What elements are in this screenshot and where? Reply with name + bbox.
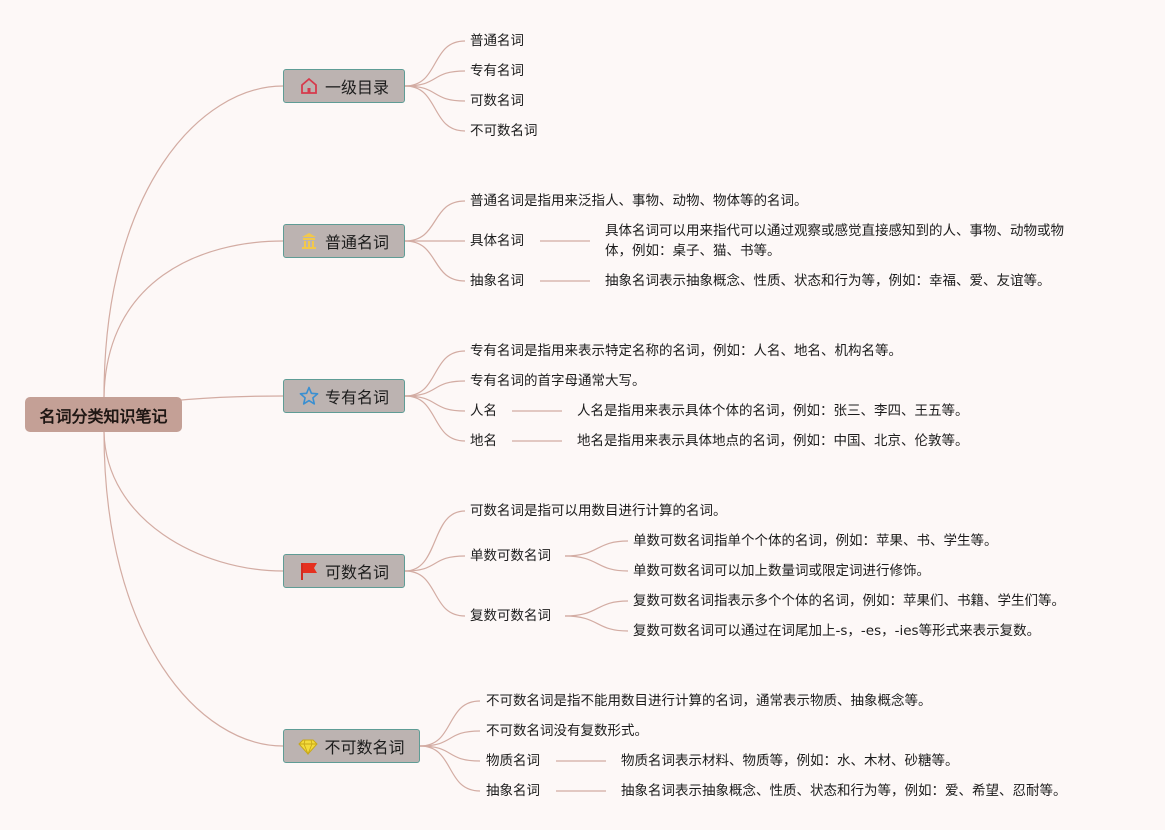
leaf-detail[interactable]: 抽象名词表示抽象概念、性质、状态和行为等，例如：爱、希望、忍耐等。 bbox=[621, 783, 1067, 799]
branch-label: 专有名词 bbox=[324, 388, 389, 407]
leaf-detail[interactable]: 物质名词表示材料、物质等，例如：水、木材、砂糖等。 bbox=[621, 753, 959, 769]
leaf-item[interactable]: 专有名词 bbox=[470, 63, 524, 79]
leaf-item[interactable]: 抽象名词 bbox=[486, 783, 540, 799]
leaf-item[interactable]: 专有名词是指用来表示特定名称的名词，例如：人名、地名、机构名等。 bbox=[470, 343, 902, 359]
leaf-detail[interactable]: 人名是指用来表示具体个体的名词，例如：张三、李四、王五等。 bbox=[577, 403, 969, 419]
leaf-detail[interactable]: 单数可数名词指单个个体的名词，例如：苹果、书、学生等。 bbox=[633, 533, 998, 549]
leaf-item[interactable]: 可数名词是指可以用数目进行计算的名词。 bbox=[470, 503, 727, 519]
leaf-item[interactable]: 不可数名词是指不能用数目进行计算的名词，通常表示物质、抽象概念等。 bbox=[486, 693, 932, 709]
branch-uncountable-nouns[interactable]: 不可数名词 bbox=[283, 729, 420, 763]
flag-icon bbox=[299, 561, 319, 581]
root-label: 名词分类知识笔记 bbox=[39, 406, 168, 426]
leaf-detail[interactable]: 具体名词可以用来指代可以通过观察或感觉直接感知到的人、事物、动物或物体，例如：桌… bbox=[605, 223, 1064, 259]
leaf-item[interactable]: 复数可数名词 bbox=[470, 608, 551, 624]
leaf-item[interactable]: 可数名词 bbox=[470, 93, 524, 109]
leaf-item[interactable]: 地名 bbox=[470, 433, 497, 449]
diamond-icon bbox=[298, 736, 319, 756]
leaf-item[interactable]: 不可数名词 bbox=[470, 123, 538, 139]
home-icon bbox=[299, 76, 319, 96]
leaf-item[interactable]: 物质名词 bbox=[486, 753, 540, 769]
leaf-item[interactable]: 单数可数名词 bbox=[470, 548, 551, 564]
leaf-item[interactable]: 抽象名词 bbox=[470, 273, 524, 289]
leaf-item[interactable]: 普通名词 bbox=[470, 33, 524, 49]
branch-label: 可数名词 bbox=[324, 563, 389, 582]
branch-label: 普通名词 bbox=[324, 233, 389, 252]
branch-common-nouns[interactable]: 普通名词 bbox=[283, 224, 405, 258]
branch-label: 不可数名词 bbox=[324, 738, 405, 757]
leaf-detail[interactable]: 单数可数名词可以加上数量词或限定词进行修饰。 bbox=[633, 563, 930, 579]
leaf-detail[interactable]: 抽象名词表示抽象概念、性质、状态和行为等，例如：幸福、爱、友谊等。 bbox=[605, 273, 1051, 289]
leaf-item[interactable]: 普通名词是指用来泛指人、事物、动物、物体等的名词。 bbox=[470, 193, 808, 209]
leaf-item[interactable]: 人名 bbox=[470, 403, 497, 419]
leaf-item[interactable]: 不可数名词没有复数形式。 bbox=[486, 723, 648, 739]
root-topic[interactable]: 名词分类知识笔记 bbox=[25, 397, 182, 432]
leaf-item[interactable]: 专有名词的首字母通常大写。 bbox=[470, 373, 646, 389]
leaf-detail[interactable]: 复数可数名词可以通过在词尾加上-s，-es，-ies等形式来表示复数。 bbox=[633, 623, 1041, 639]
star-icon bbox=[299, 386, 319, 406]
leaf-detail[interactable]: 地名是指用来表示具体地点的名词，例如：中国、北京、伦敦等。 bbox=[577, 433, 969, 449]
branch-countable-nouns[interactable]: 可数名词 bbox=[283, 554, 405, 588]
building-icon bbox=[299, 231, 319, 251]
leaf-detail[interactable]: 复数可数名词指表示多个个体的名词，例如：苹果们、书籍、学生们等。 bbox=[633, 593, 1065, 609]
branch-label: 一级目录 bbox=[324, 78, 389, 97]
branch-proper-nouns[interactable]: 专有名词 bbox=[283, 379, 405, 413]
leaf-item[interactable]: 具体名词 bbox=[470, 233, 524, 249]
branch-directory[interactable]: 一级目录 bbox=[283, 69, 405, 103]
